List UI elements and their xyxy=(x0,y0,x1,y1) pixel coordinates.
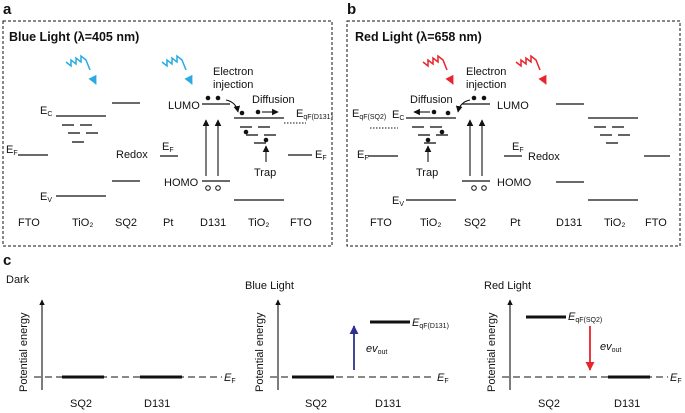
red-light-photon-icon xyxy=(422,54,454,85)
electron-dot xyxy=(215,95,221,101)
eqf-label: EqF(D131) xyxy=(412,317,449,330)
hole-dot xyxy=(481,185,487,191)
ef-label: EF xyxy=(357,149,369,162)
x-label: D131 xyxy=(375,398,401,410)
ef-label: EF xyxy=(162,141,174,154)
layer-label: SQ2 xyxy=(464,217,486,229)
ef-label: EF xyxy=(670,372,682,385)
ef-label: EF xyxy=(315,149,327,162)
redox-label: Redox xyxy=(116,149,148,161)
blue-light-photon-icon xyxy=(161,54,193,85)
electron-dot xyxy=(205,95,211,101)
injection-label: injection xyxy=(213,79,253,91)
x-label: D131 xyxy=(144,398,170,410)
subplot-title: Red Light xyxy=(484,280,531,292)
panel-b-title: Red Light (λ=658 nm) xyxy=(355,30,482,44)
x-label: SQ2 xyxy=(305,398,327,410)
lumo-label: LUMO xyxy=(168,100,200,112)
panel-b-frame xyxy=(346,20,681,247)
red-light-photon-icon xyxy=(515,54,547,85)
panel-a: a Blue Light (λ=405 nm) EF EC EV Redox xyxy=(2,1,333,247)
layer-label: FTO xyxy=(645,217,667,229)
ef-label: EF xyxy=(224,372,236,385)
electron-dot xyxy=(425,137,431,143)
panel-c: c Dark Potential energy EF SQ2 D131 Blue… xyxy=(3,252,682,410)
electron-dot xyxy=(431,109,437,115)
hole-dot xyxy=(215,185,221,191)
panel-b: b Red Light (λ=658 nm) EF EqF(SQ2) EC Di… xyxy=(346,1,681,247)
hole-dot xyxy=(471,185,477,191)
subplot-title: Blue Light xyxy=(245,280,294,292)
ev-label: EV xyxy=(392,195,404,208)
injection-arrow xyxy=(225,99,241,113)
electron-dot xyxy=(243,129,249,135)
eqf-label: EqF(D131) xyxy=(296,108,333,121)
layer-label: TiO₂ xyxy=(420,217,442,229)
blue-light-photon-icon xyxy=(65,54,97,85)
subplot-dark: Dark Potential energy EF SQ2 D131 xyxy=(6,274,236,410)
y-axis-label: Potential energy xyxy=(486,312,498,392)
diffusion-label: Diffusion xyxy=(410,94,453,106)
ev-label: EV xyxy=(40,191,52,204)
layer-label: FTO xyxy=(18,217,40,229)
photovoltage-label: evout xyxy=(366,343,387,356)
injection-arrow xyxy=(455,99,471,113)
x-label: SQ2 xyxy=(538,398,560,410)
electron-label: Electron xyxy=(213,66,253,78)
panel-c-letter: c xyxy=(3,252,11,269)
homo-label: HOMO xyxy=(497,177,532,189)
electron-dot xyxy=(445,110,451,116)
layer-label: FTO xyxy=(290,217,312,229)
panel-a-letter: a xyxy=(3,1,12,18)
subplot-red-light: Red Light Potential energy EqF(SQ2) evou… xyxy=(484,280,682,410)
lumo-label: LUMO xyxy=(497,100,529,112)
electron-dot xyxy=(239,110,245,116)
panel-a-frame xyxy=(2,20,333,247)
layer-label: D131 xyxy=(556,217,582,229)
layer-label: TiO₂ xyxy=(248,217,270,229)
trap-label: Trap xyxy=(254,167,276,179)
ec-label: EC xyxy=(40,105,52,118)
subplot-blue-light: Blue Light Potential energy EqF(D131) ev… xyxy=(245,280,449,410)
ec-label: EC xyxy=(392,109,404,122)
eqf-label: EqF(SQ2) xyxy=(568,311,602,324)
layer-label: D131 xyxy=(200,217,226,229)
electron-dot xyxy=(263,137,269,143)
layer-label: TiO₂ xyxy=(72,217,94,229)
layer-label: Pt xyxy=(510,217,520,229)
x-label: SQ2 xyxy=(70,398,92,410)
eqf-label: EqF(SQ2) xyxy=(352,108,386,121)
ef-label: EF xyxy=(512,141,524,154)
panel-b-letter: b xyxy=(347,1,356,18)
y-axis-label: Potential energy xyxy=(18,312,30,392)
electron-dot xyxy=(471,95,477,101)
diffusion-label: Diffusion xyxy=(252,94,295,106)
ef-label: EF xyxy=(6,144,18,157)
x-label: D131 xyxy=(614,398,640,410)
subplot-title: Dark xyxy=(6,274,30,286)
layer-label: SQ2 xyxy=(115,217,137,229)
trap-label: Trap xyxy=(416,167,438,179)
photovoltage-label: evout xyxy=(600,341,621,354)
y-axis-label: Potential energy xyxy=(254,312,266,392)
layer-label: FTO xyxy=(370,217,392,229)
injection-label: injection xyxy=(466,79,506,91)
layer-label: Pt xyxy=(163,217,173,229)
electron-dot xyxy=(481,95,487,101)
electron-dot xyxy=(255,109,261,115)
panel-a-title: Blue Light (λ=405 nm) xyxy=(9,30,139,44)
electron-label: Electron xyxy=(466,66,506,78)
ef-label: EF xyxy=(437,372,449,385)
layer-label: TiO₂ xyxy=(604,217,626,229)
homo-label: HOMO xyxy=(164,177,199,189)
hole-dot xyxy=(205,185,211,191)
electron-dot xyxy=(439,129,445,135)
redox-label: Redox xyxy=(528,151,560,163)
